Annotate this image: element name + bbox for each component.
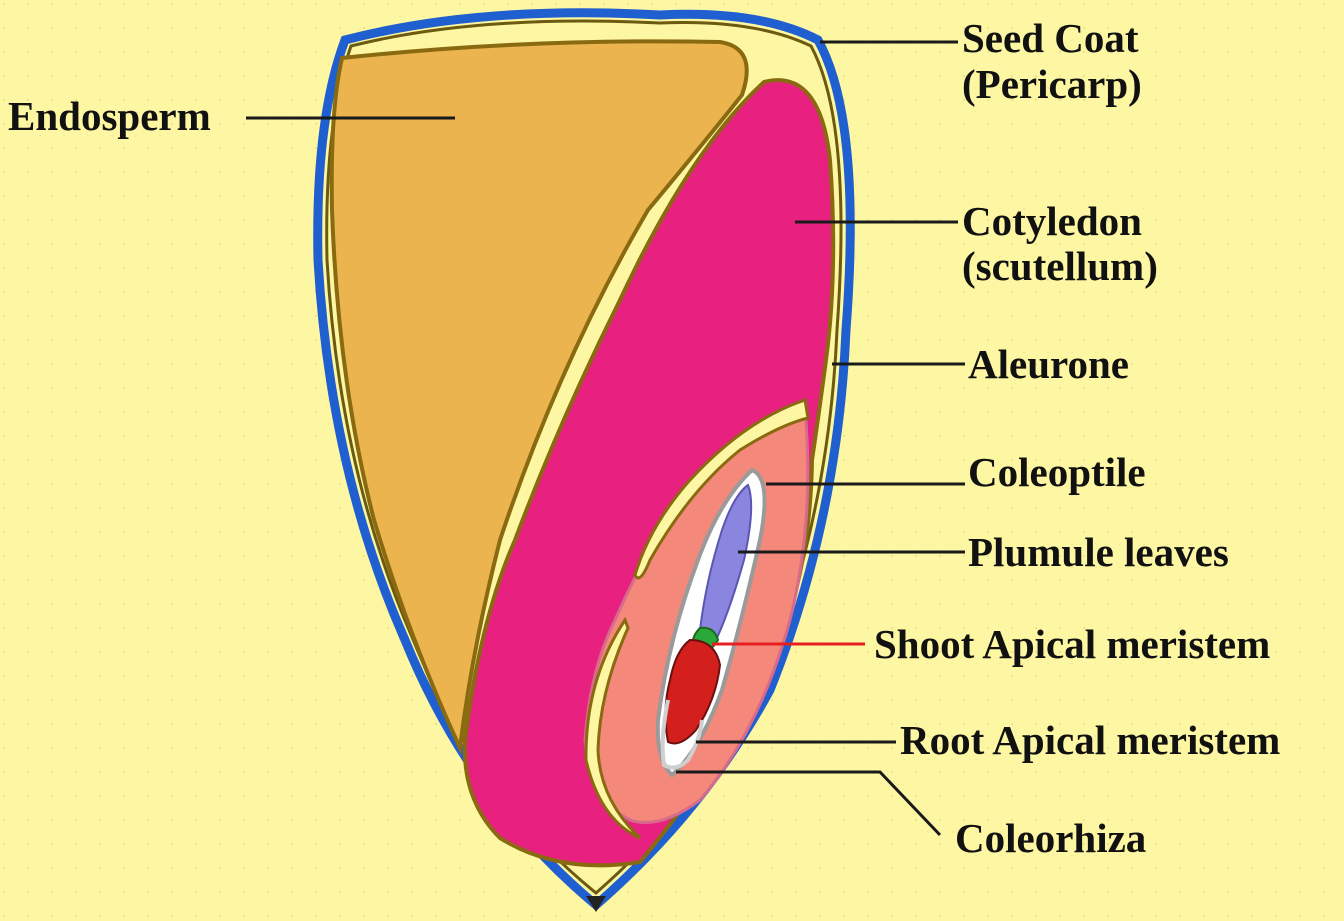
label-coleoptile: Coleoptile (968, 449, 1146, 495)
label-seed-coat: Seed Coat (962, 15, 1139, 61)
label-root-apical-meristem: Root Apical meristem (900, 717, 1280, 763)
label-cotyledon: Cotyledon (962, 198, 1142, 244)
label-aleurone: Aleurone (968, 341, 1129, 387)
label-shoot-apical-meristem: Shoot Apical meristem (874, 621, 1270, 667)
label-scutellum: (scutellum) (962, 243, 1158, 289)
label-plumule-leaves: Plumule leaves (968, 529, 1229, 575)
label-coleorhiza: Coleorhiza (955, 815, 1146, 861)
label-endosperm: Endosperm (8, 93, 211, 139)
label-pericarp: (Pericarp) (962, 61, 1142, 107)
